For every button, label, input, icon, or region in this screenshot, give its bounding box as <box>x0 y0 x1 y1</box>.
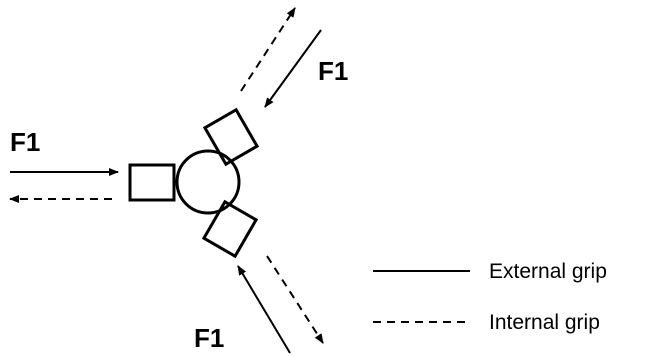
jaw-lower-right <box>201 199 259 259</box>
jaw-left <box>128 163 176 202</box>
arrow-upper-right-internal <box>240 7 296 92</box>
force-label-upper-right: F1 <box>318 56 348 86</box>
jaw-upper-right <box>202 107 260 167</box>
force-label-lower-left: F1 <box>194 323 224 353</box>
legend-internal-label: Internal grip <box>489 311 600 334</box>
workpiece-circle <box>175 149 241 215</box>
legend-external-label: External grip <box>489 260 607 283</box>
arrow-lower-right-external <box>237 265 291 354</box>
arrow-upper-right-external <box>264 29 322 108</box>
arrow-lower-right-internal <box>266 255 324 344</box>
force-label-left: F1 <box>10 127 40 157</box>
legend: External grip Internal grip <box>373 260 607 334</box>
